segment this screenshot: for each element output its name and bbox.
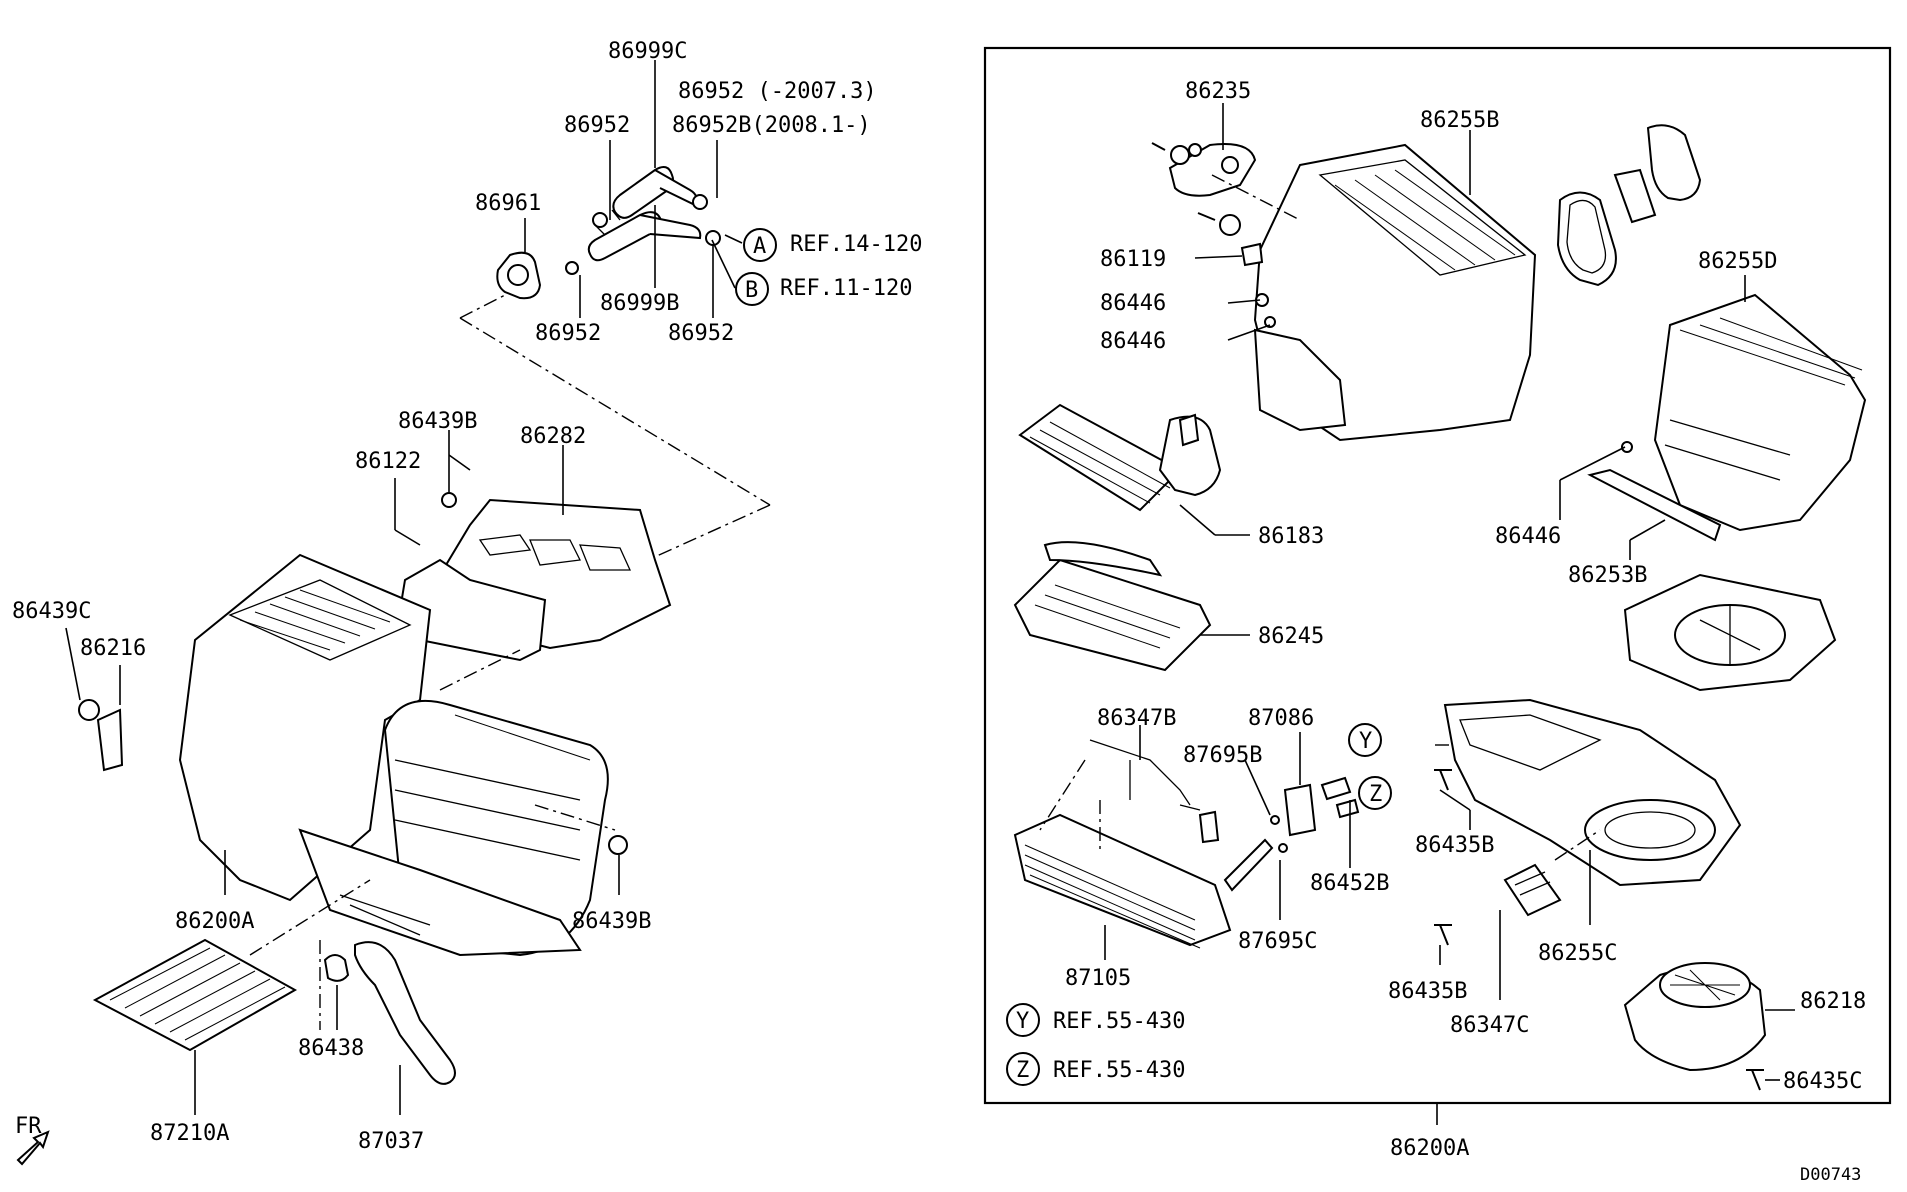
label-86439C: 86439C [12,599,91,624]
label-86282: 86282 [520,424,586,449]
label-86439B-right: 86439B [572,909,651,934]
hvac-housing-left-drawing [78,492,672,1085]
label-87105: 87105 [1065,966,1131,991]
label-86255D: 86255D [1698,249,1777,274]
label-86253B: 86253B [1568,563,1647,588]
hvac-housing-right-drawing [1013,124,1867,1091]
label-fr: FR [15,1114,42,1139]
label-86435B-b: 86435B [1388,979,1467,1004]
label-86235: 86235 [1185,79,1251,104]
legend-marker-y: Y [1016,1009,1029,1034]
label-86446-a: 86446 [1100,291,1166,316]
diagram-id: D00743 [1800,1165,1861,1185]
label-86435B-a: 86435B [1415,833,1494,858]
legend-text-y: REF.55-430 [1053,1009,1185,1034]
label-86446-c: 86446 [1495,524,1561,549]
label-86119: 86119 [1100,247,1166,272]
marker-z: Z [1369,782,1382,807]
label-86218: 86218 [1800,989,1866,1014]
label-86439B-top: 86439B [398,409,477,434]
label-86183: 86183 [1258,524,1324,549]
ref-marker-b: B [745,278,758,303]
label-86435C: 86435C [1783,1069,1862,1094]
hose-assembly-drawing [496,165,721,300]
label-87695B: 87695B [1183,743,1262,768]
label-86952-bottom-right: 86952 [668,321,734,346]
label-86999B: 86999B [600,291,679,316]
label-86347C: 86347C [1450,1013,1529,1038]
label-86200A-box: 86200A [1390,1136,1469,1161]
label-86255B: 86255B [1420,108,1499,133]
label-86999C: 86999C [608,39,687,64]
label-87695C: 87695C [1238,929,1317,954]
label-87037: 87037 [358,1129,424,1154]
ref-marker-a: A [753,234,766,259]
label-86961: 86961 [475,191,541,216]
legend-marker-z: Z [1016,1058,1029,1083]
label-86952-top: 86952 [564,113,630,138]
label-86122: 86122 [355,449,421,474]
label-86952B-range2: 86952B(2008.1-) [672,113,871,138]
ref-text-a: REF.14-120 [790,232,922,257]
ref-text-b: REF.11-120 [780,276,912,301]
label-86446-b: 86446 [1100,329,1166,354]
legend-text-z: REF.55-430 [1053,1058,1185,1083]
label-86245: 86245 [1258,624,1324,649]
label-86952-bottom-left: 86952 [535,321,601,346]
label-86438: 86438 [298,1036,364,1061]
label-87086: 87086 [1248,706,1314,731]
label-86200A-left: 86200A [175,909,254,934]
label-86216: 86216 [80,636,146,661]
label-86347B: 86347B [1097,706,1176,731]
label-86452B: 86452B [1310,871,1389,896]
label-86255C: 86255C [1538,941,1617,966]
marker-y: Y [1359,729,1372,754]
label-87210A: 87210A [150,1121,229,1146]
label-86952-range1: 86952 (-2007.3) [678,79,877,104]
